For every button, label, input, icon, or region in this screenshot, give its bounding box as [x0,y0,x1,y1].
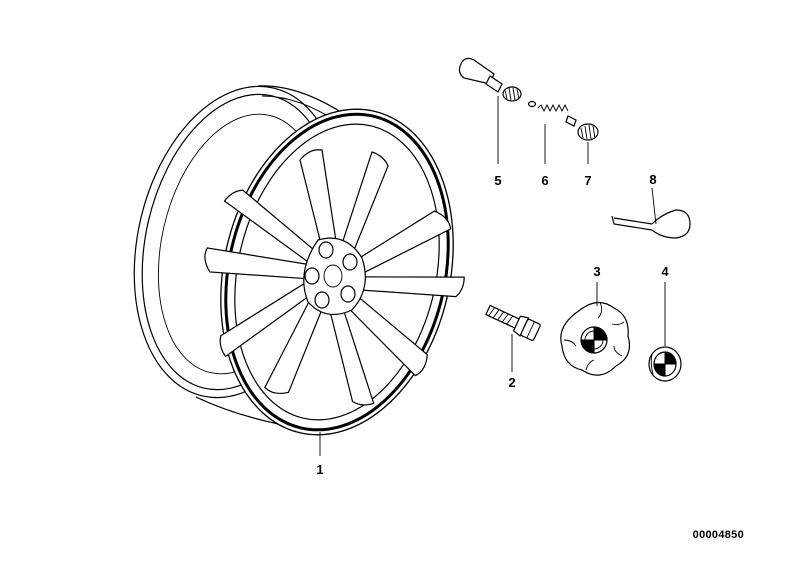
hub-cap[interactable] [560,282,631,376]
document-number: 00004850 [693,529,744,541]
callout-2: 2 [508,375,515,390]
callout-1: 1 [316,462,323,477]
callout-7: 7 [584,173,591,188]
callout-3: 3 [593,264,600,279]
wheel-rim[interactable] [105,66,484,459]
callout-8: 8 [649,172,656,187]
callout-5: 5 [494,173,501,188]
valve-tool[interactable] [611,187,691,239]
callout-6: 6 [541,173,548,188]
emblem[interactable] [648,282,682,382]
valve-core[interactable] [527,100,577,165]
valve-cap[interactable] [577,123,599,164]
wheel-bolt[interactable] [484,301,541,372]
wheel-spokes [204,149,465,406]
valve[interactable] [458,57,522,164]
wheel-hub [303,237,366,316]
callout-labels: 1 2 3 4 5 6 7 8 [316,172,669,477]
callout-4: 4 [661,264,669,279]
